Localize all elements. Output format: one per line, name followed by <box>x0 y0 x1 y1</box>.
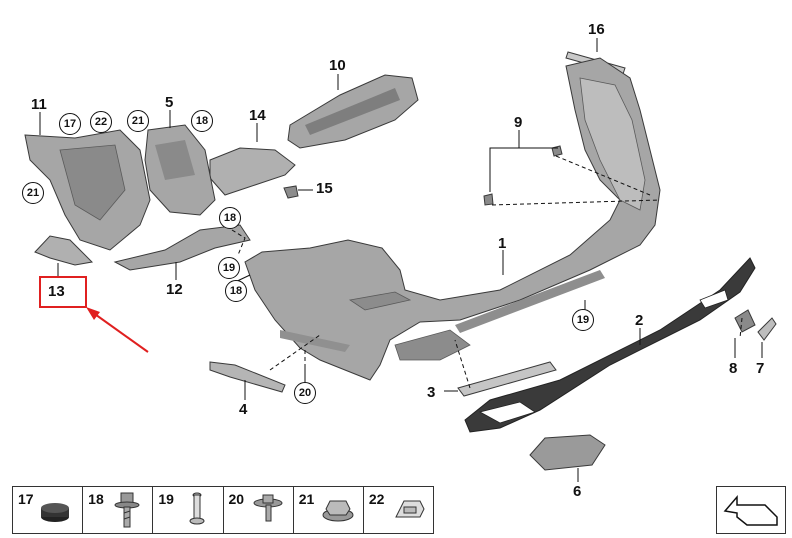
callout-14: 14 <box>249 107 266 124</box>
expanding-screw-icon <box>114 492 140 528</box>
return-arrow-icon <box>723 494 778 526</box>
callout-6: 6 <box>573 483 582 500</box>
highlight-arrow <box>86 307 149 353</box>
circled-22: 22 <box>90 111 112 133</box>
part-3-reflector <box>457 361 557 397</box>
push-rivet-icon <box>189 492 205 525</box>
callout-16: 16 <box>588 21 605 38</box>
leader-lines <box>39 38 763 482</box>
callout-5: 5 <box>165 94 174 111</box>
part-8-bracket <box>734 309 756 333</box>
callout-4: 4 <box>239 401 248 418</box>
highlight-box <box>39 276 87 308</box>
legend-num-20: 20 <box>228 491 245 507</box>
callout-10: 10 <box>329 57 346 74</box>
circled-17: 17 <box>59 113 81 135</box>
callout-13: 13 <box>48 283 65 300</box>
circled-19-b: 19 <box>572 309 594 331</box>
callout-3: 3 <box>427 384 436 401</box>
part-4-reflector <box>209 361 286 393</box>
legend-num-22: 22 <box>368 491 385 507</box>
part-12-mounting-rail <box>113 224 251 271</box>
callout-15: 15 <box>316 180 333 197</box>
circled-18-a: 18 <box>191 110 213 132</box>
legend-cell-21: 21 <box>294 487 364 533</box>
part-7-trim <box>757 317 777 341</box>
circled-18-c: 18 <box>225 280 247 302</box>
legend-cell-18: 18 <box>83 487 154 533</box>
part-2-diffuser <box>464 257 756 433</box>
part-11-side-bracket <box>24 129 151 251</box>
hex-nut-icon <box>322 500 354 522</box>
callout-9: 9 <box>514 114 523 131</box>
nav-return-button[interactable] <box>716 486 786 534</box>
legend-num-19: 19 <box>158 491 174 507</box>
callout-1: 1 <box>498 235 507 252</box>
circled-21-b: 21 <box>127 110 149 132</box>
part-10-upper-bracket <box>287 74 419 149</box>
part-6-tailpipe-trim <box>529 434 606 471</box>
circled-19-a: 19 <box>218 257 240 279</box>
flange-screw-icon <box>253 494 283 522</box>
callout-11: 11 <box>31 96 47 113</box>
callout-12: 12 <box>166 281 183 298</box>
legend-cell-19: 19 <box>153 487 224 533</box>
part-9-sensor-holder <box>483 145 563 206</box>
circled-20: 20 <box>294 382 316 404</box>
legend-cell-20: 20 <box>224 487 294 533</box>
dashed-lines <box>231 155 743 389</box>
part-5-bracket <box>144 124 216 216</box>
grommet-icon <box>41 503 69 522</box>
legend-cell-17: 17 <box>13 487 84 533</box>
legend-num-21: 21 <box>298 491 315 507</box>
part-1-bumper-cover <box>244 57 661 381</box>
legend-num-17: 17 <box>18 491 34 507</box>
legend-cell-22: 22 <box>364 487 433 533</box>
part-14-shield <box>209 147 296 196</box>
spring-clip-icon <box>395 500 425 518</box>
circled-18-b: 18 <box>219 207 241 229</box>
part-13-bracket <box>34 235 94 266</box>
callout-7: 7 <box>756 360 765 377</box>
fastener-legend: 17 18 19 20 21 <box>12 486 434 534</box>
part-15-clip <box>283 185 313 199</box>
callout-2: 2 <box>635 312 644 329</box>
callout-8: 8 <box>729 360 738 377</box>
circled-21-a: 21 <box>22 182 44 204</box>
legend-num-18: 18 <box>88 491 104 507</box>
